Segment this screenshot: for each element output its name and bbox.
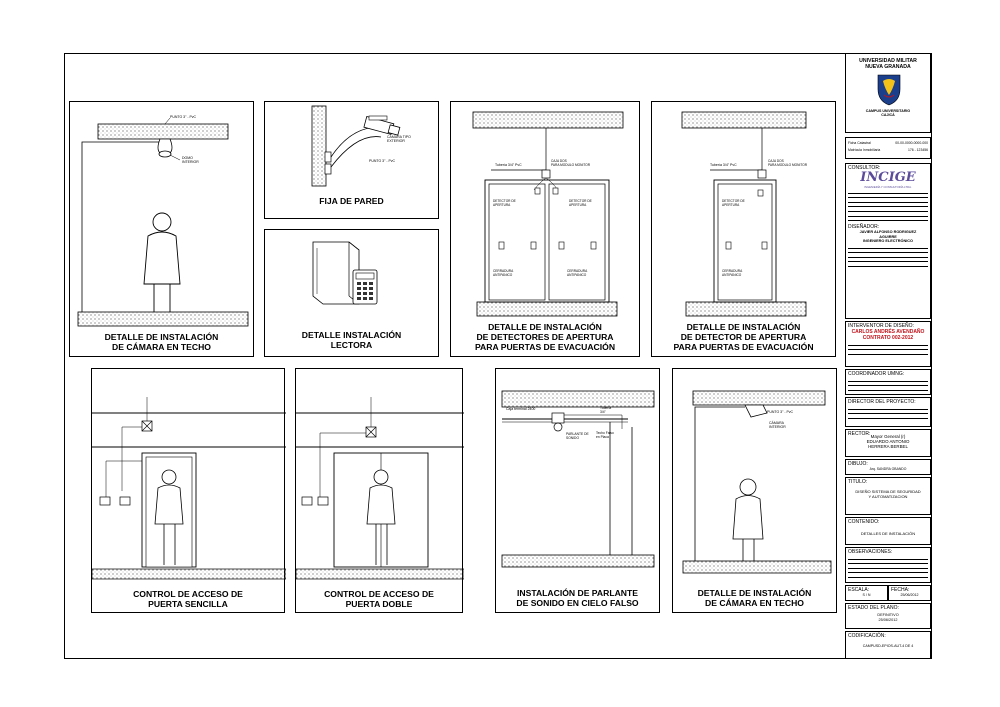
tb-interventor: INTERVENTOR DE DISEÑO: CARLOS ANDRÉS AVE… xyxy=(845,321,931,367)
tb-contenido: CONTENIDO: DETALLES DE INSTALACIÓN xyxy=(845,517,931,545)
titulo-label: TITULO: xyxy=(848,479,868,485)
matricula-label: Matrícula Inmobiliaria xyxy=(848,148,881,153)
tb-fecha: FECHA: 25/06/2012 xyxy=(888,585,931,601)
fecha-value: 25/06/2012 xyxy=(900,593,919,597)
panel-title: INSTALACIÓN DE PARLANTE DE SONIDO EN CIE… xyxy=(516,588,639,608)
label-cerradura: CERRADURA ANTIPANICO xyxy=(722,269,743,277)
detectores-drawing xyxy=(472,111,624,317)
label-punto-pvc: PUNTO 3" - PvC xyxy=(767,410,794,414)
tb-coordinador: COORDINADOR UMNG: xyxy=(845,369,931,395)
label-detector: DETECTOR DE APERTURA xyxy=(722,199,745,207)
panel-title: CONTROL DE ACCESO DE PUERTA SENCILLA xyxy=(133,589,243,609)
incige-logo: INCIGE xyxy=(860,170,916,185)
label-detector-right: DETECTOR DE APERTURA xyxy=(569,199,592,207)
disenador-name: JAVIER ALFONSO RODRIGUEZ AGUIRRE INGENIE… xyxy=(859,230,917,244)
escala-label: ESCALA: xyxy=(848,587,870,593)
coordinador-label: COORDINADOR UMNG: xyxy=(848,371,905,377)
tb-estado: ESTADO DEL PLANO: DEFINITIVO 25/06/2012 xyxy=(845,603,931,629)
tb-catastro: Ficha Catastral 00-00-0000-0000-000 Matrí… xyxy=(845,137,931,159)
tb-director: DIRECTOR DEL PROYECTO: xyxy=(845,397,931,427)
tb-dibujo: DIBUJO: Arq. SANDRA OBANDO xyxy=(845,459,931,475)
camara-techo-drawing xyxy=(77,117,249,327)
puerta-sencilla-drawing xyxy=(92,397,286,580)
dibujo-name: Arq. SANDRA OBANDO xyxy=(869,467,907,471)
rector-label: RECTOR: xyxy=(848,431,871,437)
tb-observaciones: OBSERVACIONES: xyxy=(845,547,931,583)
lectora-drawing xyxy=(312,241,378,305)
label-tuberia: Tubería 3/4" PvC xyxy=(710,163,737,167)
estado-value: DEFINITIVO 25/06/2012 xyxy=(877,613,899,622)
panel-title: DETALLE DE INSTALACIÓN DE CÁMARA EN TECH… xyxy=(697,588,812,608)
interventor-label: INTERVENTOR DE DISEÑO: xyxy=(848,323,914,329)
observaciones-label: OBSERVACIONES: xyxy=(848,549,893,555)
panel-puerta-doble: CONTROL DE ACCESO DE PUERTA DOBLE xyxy=(295,368,464,613)
ficha-value: 00-00-0000-0000-000 xyxy=(895,141,928,145)
panel-title: DETALLE DE INSTALACIÓN DE CÁMARA EN TECH… xyxy=(104,332,219,352)
rector-name: Mayor General (r) EDUARDO ANTONIO HERRER… xyxy=(866,434,910,450)
panel-camara-techo-1: PUNTO 3" - PvC DOMO INTERIOR DETALLE DE … xyxy=(69,101,254,357)
panel-fija-pared: CÁMARA TIPO EXTERIOR PUNTO 3" - PvC FIJA… xyxy=(264,101,439,219)
titulo-text: DISEÑO SISTEMA DE SEGURIDAD Y AUTOMATIZA… xyxy=(855,489,921,499)
label-domo-interior: DOMO INTERIOR xyxy=(182,156,199,164)
codigo-value: CAMPUSD-EPIOS-AUT-4 DE 4 xyxy=(862,644,914,648)
ficha-label: Ficha Catastral xyxy=(848,141,871,145)
panel-title: DETALLE DE INSTALACIÓN DE DETECTORES DE … xyxy=(474,322,616,352)
codificacion-label: CODIFICACIÓN: xyxy=(848,633,886,639)
panel-camara-techo-2: PUNTO 3" - PvC CÁMARA INTERIOR DETALLE D… xyxy=(672,368,837,613)
contrato-number: CONTRATO 002-2012 xyxy=(862,335,914,341)
panel-title: FIJA DE PARED xyxy=(319,196,384,206)
label-punto-pvc: PUNTO 3" - PvC xyxy=(170,115,197,119)
label-camara-interior: CÁMARA INTERIOR xyxy=(769,421,786,429)
incige-subtitle: INGENIERÍA Y CONSULTORÍA LTDA. xyxy=(864,185,912,189)
label-camara-exterior: CÁMARA TIPO EXTERIOR xyxy=(387,135,411,143)
panel-detector-apertura: Tubería 3/4" PvC CAJA DOS PARA MODULO MO… xyxy=(651,101,836,357)
drawing-sheet xyxy=(64,53,932,659)
detector-drawing xyxy=(681,111,807,317)
estado-label: ESTADO DEL PLANO: xyxy=(848,605,899,611)
consultor-label: CONSULTOR: xyxy=(848,165,881,171)
label-detector-left: DETECTOR DE APERTURA xyxy=(493,199,516,207)
tb-consultor: CONSULTOR: INCIGE INGENIERÍA Y CONSULTOR… xyxy=(845,163,931,319)
tb-university: UNIVERSIDAD MILITAR NUEVA GRANADA CAMPUS… xyxy=(845,53,931,133)
matricula-value: 176 - 123456 xyxy=(908,148,928,153)
parlante-drawing xyxy=(501,390,655,568)
university-name: UNIVERSIDAD MILITAR NUEVA GRANADA xyxy=(859,58,917,71)
contenido-text: DETALLES DE INSTALACIÓN xyxy=(860,531,916,536)
campus-name: CAMPUS UNIVERSITARIO CAJICÁ xyxy=(865,108,911,118)
university-shield-icon xyxy=(877,74,901,106)
title-block: UNIVERSIDAD MILITAR NUEVA GRANADA CAMPUS… xyxy=(845,53,932,659)
disenador-label: DISEÑADOR: xyxy=(848,224,880,231)
camara-techo-2-drawing xyxy=(682,390,832,574)
puerta-doble-drawing xyxy=(296,397,464,580)
label-cerradura-right: CERRADURA ANTIPANICO xyxy=(567,269,588,277)
tb-rector: RECTOR: Mayor General (r) EDUARDO ANTONI… xyxy=(845,429,931,457)
escala-value: S / N xyxy=(862,593,871,597)
dibujo-label: DIBUJO: xyxy=(848,461,868,467)
fecha-label: FECHA: xyxy=(891,587,910,593)
label-cerradura-left: CERRADURA ANTIPANICO xyxy=(493,269,514,277)
interventor-name: CARLOS ANDRÉS AVENDAÑO xyxy=(851,329,925,335)
label-caja: CAJA DOS PARA MODULO MONITOR xyxy=(768,159,808,167)
panel-title: CONTROL DE ACCESO DE PUERTA DOBLE xyxy=(324,589,434,609)
tb-titulo: TITULO: DISEÑO SISTEMA DE SEGURIDAD Y AU… xyxy=(845,477,931,515)
tb-codificacion: CODIFICACIÓN: CAMPUSD-EPIOS-AUT-4 DE 4 xyxy=(845,631,931,659)
panel-lectora: DETALLE INSTALACIÓN LECTORA xyxy=(264,229,439,357)
tb-escala: ESCALA: S / N xyxy=(845,585,888,601)
panel-detectores-apertura: Tubería 3/4" PvC CAJA DOS PARA MODULO MO… xyxy=(450,101,640,357)
label-punto-pvc: PUNTO 3" - PvC xyxy=(369,159,396,163)
label-tuberia: Tubería 3/4" xyxy=(600,406,612,414)
label-techo-falso: Techo Falso en Placa xyxy=(596,431,614,439)
panel-title: DETALLE DE INSTALACIÓN DE DETECTOR DE AP… xyxy=(673,322,814,352)
panel-puerta-sencilla: CONTROL DE ACCESO DE PUERTA SENCILLA xyxy=(91,368,286,613)
contenido-label: CONTENIDO: xyxy=(848,519,880,525)
label-caja-terminal: Caja terminal 2400 xyxy=(506,407,536,411)
label-tuberia: Tubería 3/4" PvC xyxy=(495,163,522,167)
label-caja: CAJA DOS PARA MODULO MONITOR xyxy=(551,159,591,167)
label-parlante: PARLANTE DE SONIDO xyxy=(566,432,589,440)
fija-pared-drawing xyxy=(311,105,401,187)
director-label: DIRECTOR DEL PROYECTO: xyxy=(848,399,916,405)
panel-title: DETALLE INSTALACIÓN LECTORA xyxy=(301,330,402,350)
panel-parlante: Caja terminal 2400 Tubería 3/4" PARLANTE… xyxy=(495,368,660,613)
